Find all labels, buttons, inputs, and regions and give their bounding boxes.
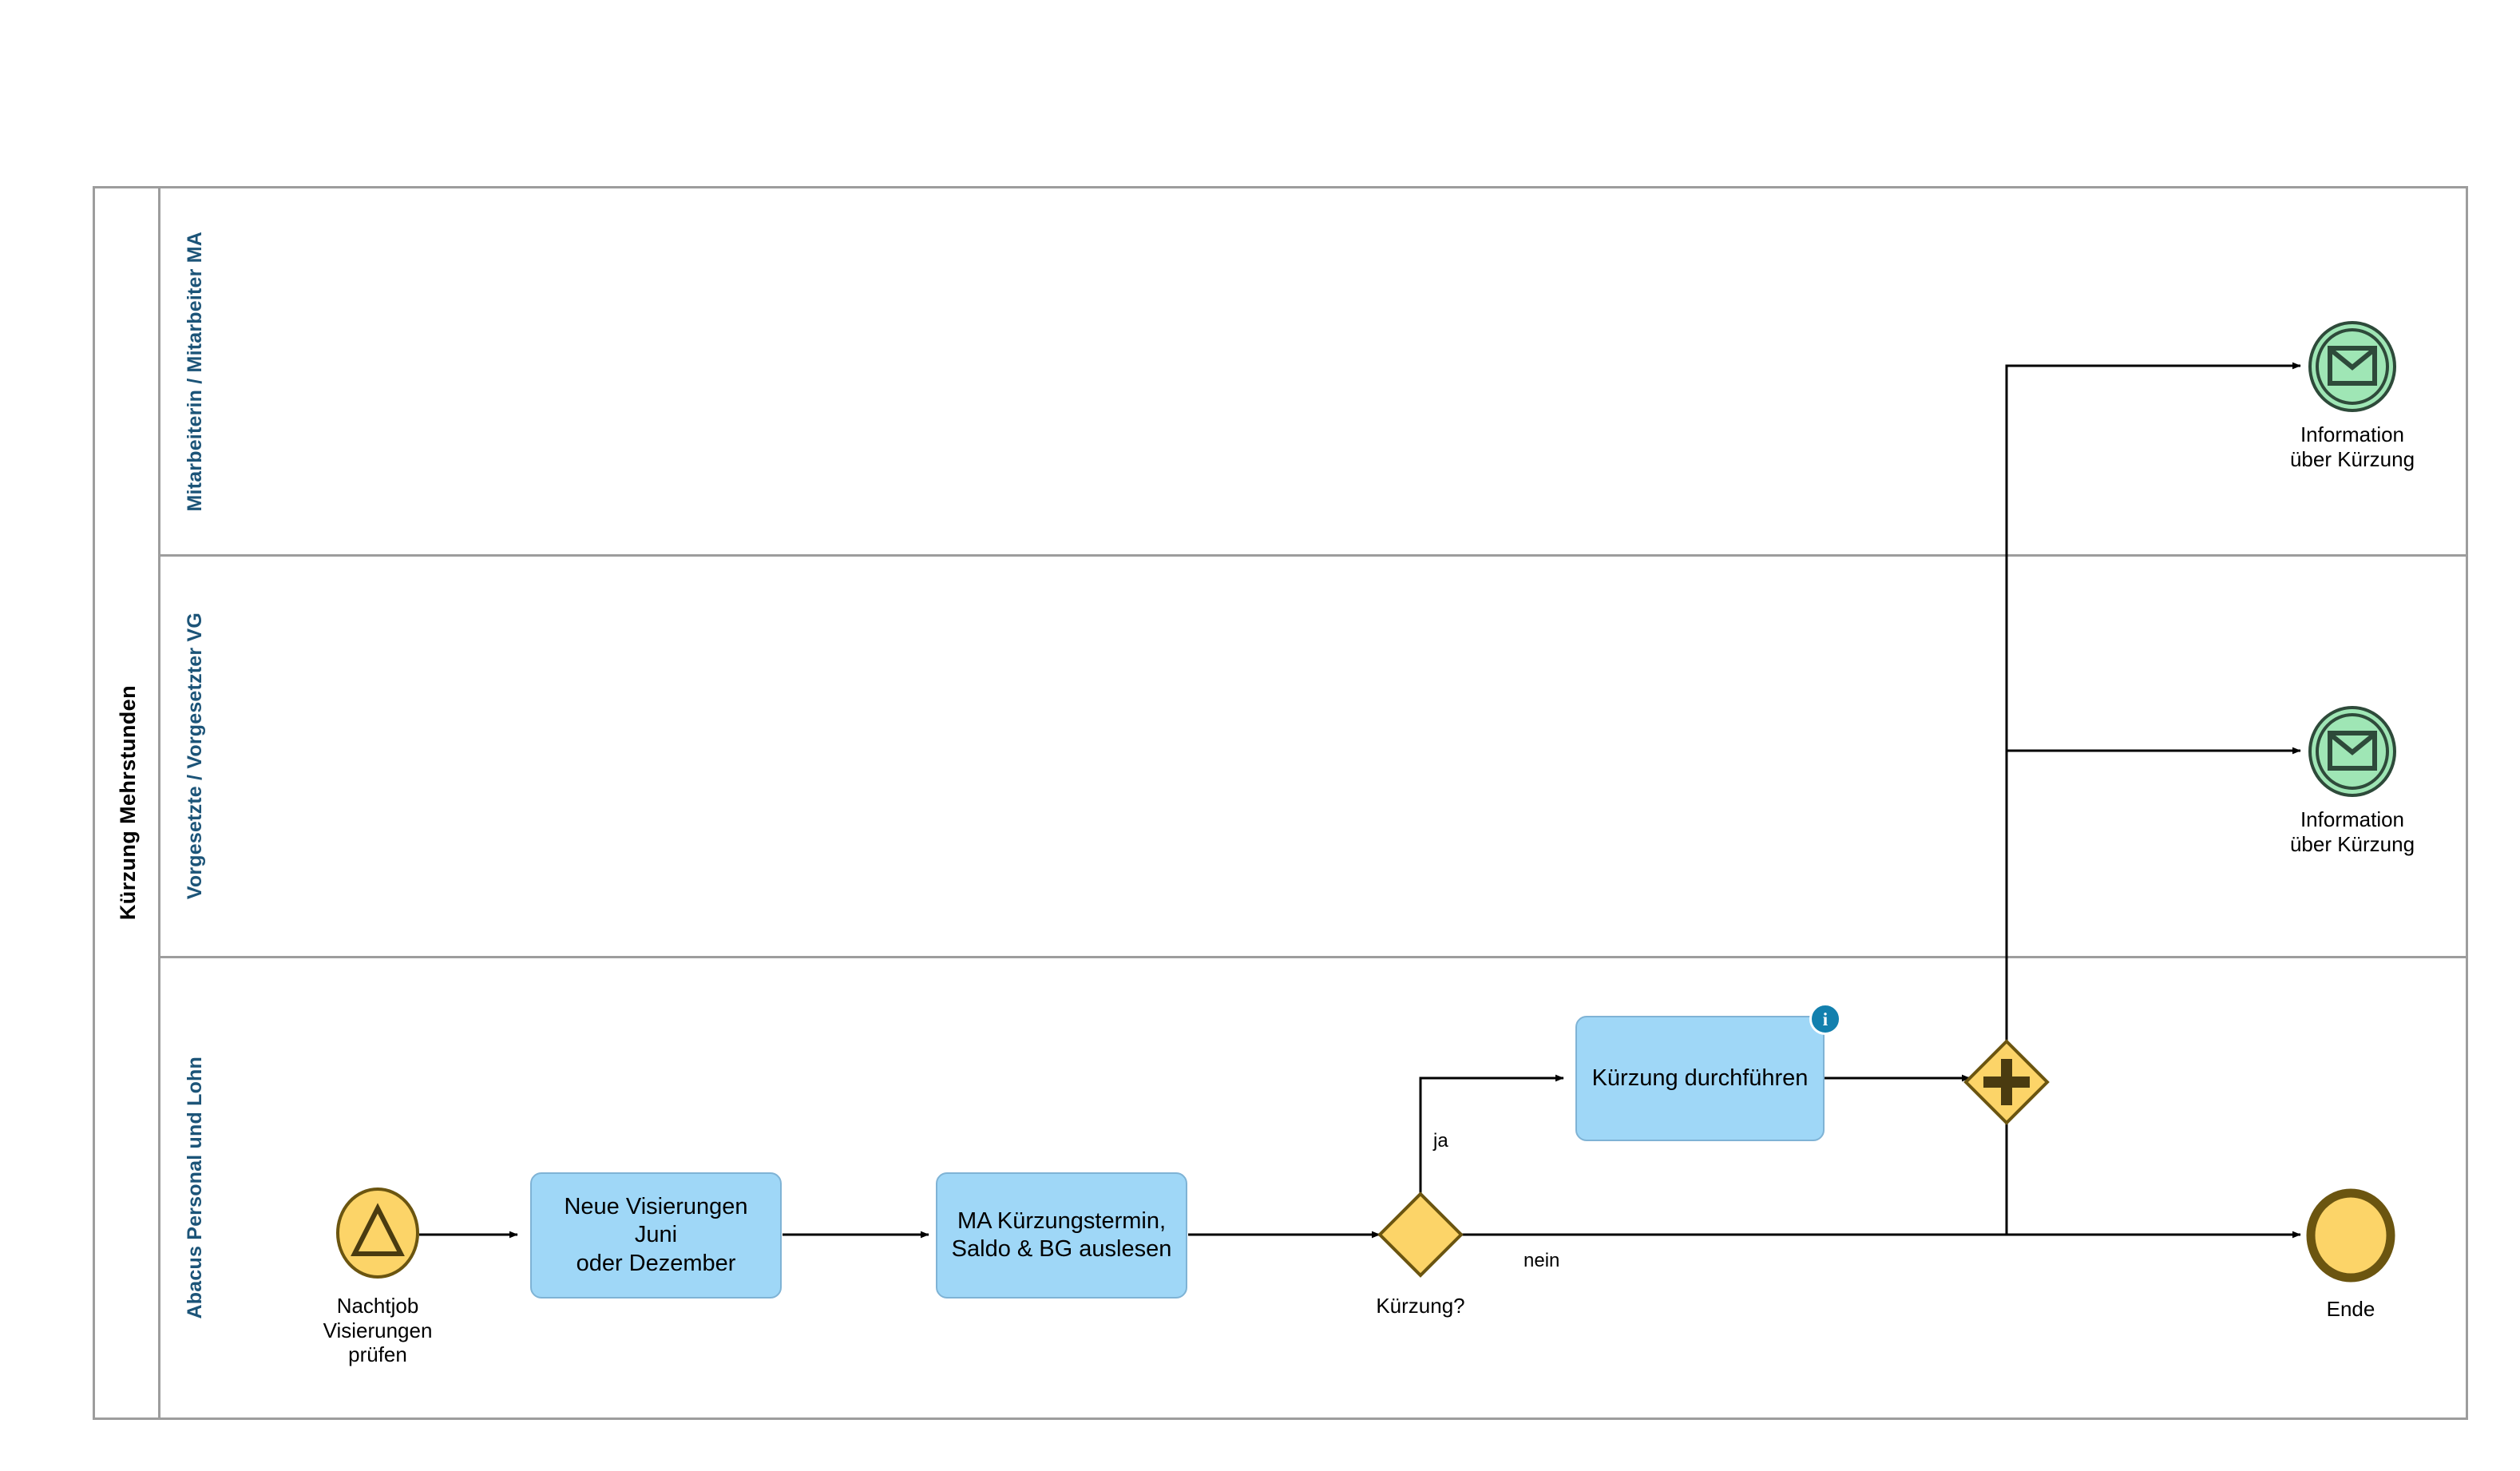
- message-event-ma-caption: Information über Kürzung: [2289, 422, 2415, 471]
- lane-header-divider: [158, 186, 160, 1420]
- lane-separator-1: [158, 554, 2468, 557]
- envelope-icon: [2328, 731, 2377, 771]
- exclusive-gateway-caption: Kürzung?: [1376, 1294, 1465, 1318]
- lane-separator-2: [158, 956, 2468, 958]
- exclusive-gateway-shape: [1377, 1191, 1464, 1278]
- parallel-gateway-shape: [1963, 1039, 2050, 1125]
- task1-line1: Neue Visierungen Juni: [564, 1193, 748, 1248]
- start-event-caption: Nachtjob Visierungen prüfen: [323, 1294, 433, 1367]
- pool-title-label: Kürzung Mehrstunden: [115, 685, 140, 921]
- lane-header-abacus[interactable]: Abacus Personal und Lohn: [164, 958, 226, 1417]
- end-event-shape: [2306, 1188, 2395, 1283]
- lane-label-abacus: Abacus Personal und Lohn: [183, 1057, 206, 1319]
- task-ma-kuerzungstermin[interactable]: MA Kürzungstermin, Saldo & BG auslesen: [936, 1172, 1187, 1299]
- info-icon[interactable]: i: [1809, 1003, 1841, 1035]
- task-neue-visierungen[interactable]: Neue Visierungen Juni oder Dezember: [530, 1172, 782, 1299]
- message-event-information-vg[interactable]: [2304, 703, 2400, 800]
- message-event-ma-shape: [2308, 321, 2396, 412]
- task-label-wrap: MA Kürzungstermin, Saldo & BG auslesen: [952, 1207, 1172, 1264]
- triangle-icon: [351, 1203, 405, 1256]
- task2-line2: Saldo & BG auslesen: [951, 1236, 1172, 1262]
- lane-header-vg[interactable]: Vorgesetzte / Vorgesetzter VG: [164, 557, 226, 956]
- task-kuerzung-durchfuehren[interactable]: Kürzung durchführen: [1575, 1016, 1825, 1141]
- info-icon-glyph: i: [1822, 1009, 1829, 1029]
- start-event-shape: [336, 1188, 419, 1279]
- message-event-vg-shape: [2308, 706, 2396, 797]
- envelope-icon: [2328, 346, 2377, 386]
- message-event-information-ma[interactable]: [2304, 318, 2400, 415]
- exclusive-gateway-kuerzung[interactable]: [1377, 1191, 1464, 1279]
- task3-label: Kürzung durchführen: [1591, 1065, 1809, 1091]
- start-event-nachtjob[interactable]: [334, 1186, 422, 1280]
- pool-title: Kürzung Mehrstunden: [95, 188, 160, 1417]
- parallel-gateway[interactable]: [1963, 1038, 2050, 1126]
- lane-label-vg: Vorgesetzte / Vorgesetzter VG: [183, 613, 206, 900]
- message-event-vg-caption: Information über Kürzung: [2289, 807, 2415, 856]
- end-event-caption: Ende: [2326, 1297, 2375, 1321]
- task2-line1: MA Kürzungstermin,: [957, 1207, 1167, 1234]
- task1-line2: oder Dezember: [576, 1250, 736, 1276]
- pool-kuerzung-mehrstunden[interactable]: [93, 186, 2468, 1420]
- flow-label-nein: nein: [1523, 1250, 1560, 1271]
- task-label-wrap: Neue Visierungen Juni oder Dezember: [540, 1193, 772, 1278]
- lane-label-ma: Mitarbeiterin / Mitarbeiter MA: [183, 231, 206, 512]
- lane-header-ma[interactable]: Mitarbeiterin / Mitarbeiter MA: [164, 188, 226, 554]
- plus-icon: [1983, 1059, 2030, 1105]
- flow-label-ja: ja: [1433, 1130, 1448, 1152]
- end-event-ende[interactable]: [2304, 1188, 2397, 1283]
